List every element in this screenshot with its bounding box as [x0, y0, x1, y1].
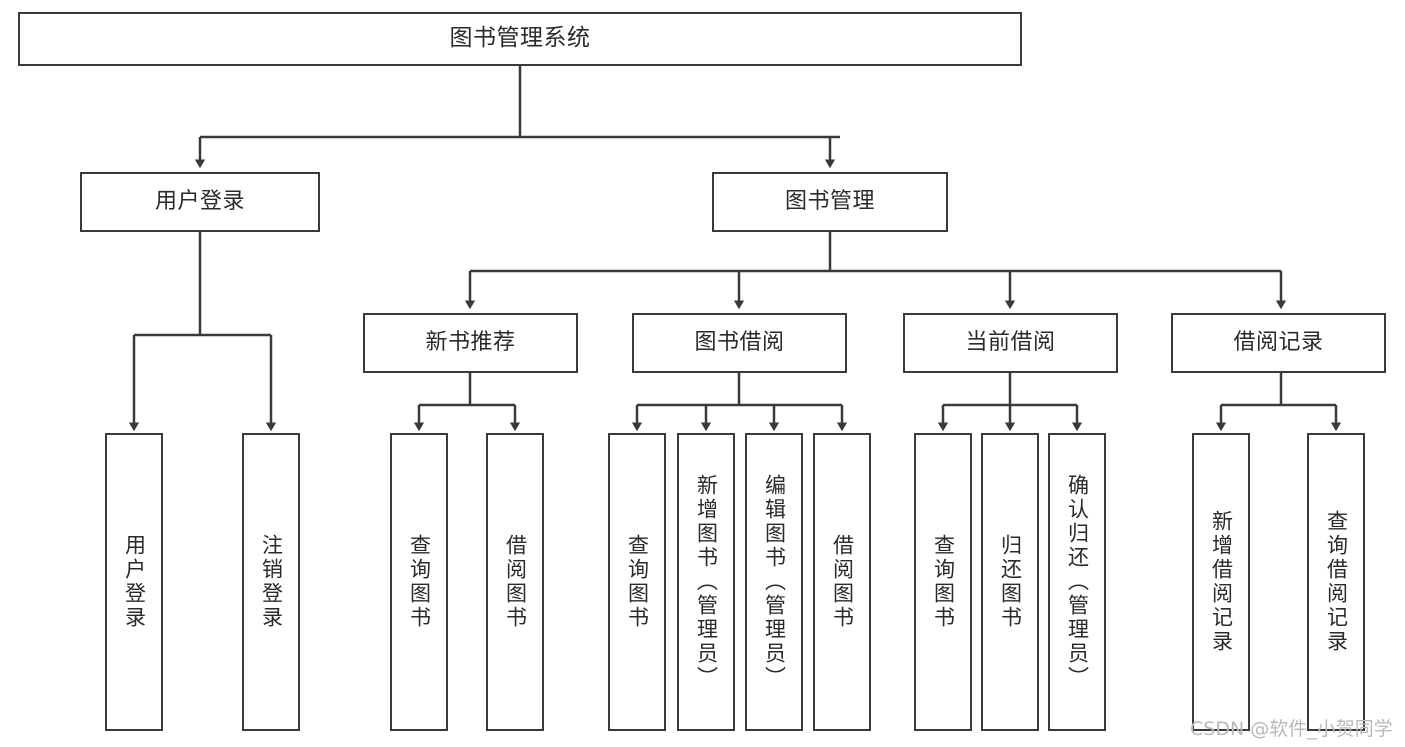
- node-leaf-query-book-1[interactable]: 查询图书: [390, 433, 448, 731]
- node-leaf-add-record-label: 新增借阅记录: [1209, 510, 1234, 654]
- node-leaf-edit-book-label: 编辑图书（管理员）: [762, 474, 787, 690]
- node-leaf-user-logout-label: 注销登录: [259, 534, 284, 630]
- node-leaf-borrow-book-1[interactable]: 借阅图书: [486, 433, 544, 731]
- node-leaf-confirm-return[interactable]: 确认归还（管理员）: [1048, 433, 1106, 731]
- node-book-management-label: 图书管理: [784, 189, 875, 215]
- node-leaf-query-record[interactable]: 查询借阅记录: [1307, 433, 1365, 731]
- node-leaf-query-record-label: 查询借阅记录: [1324, 510, 1349, 654]
- node-leaf-add-record[interactable]: 新增借阅记录: [1192, 433, 1250, 731]
- node-leaf-user-logout[interactable]: 注销登录: [242, 433, 300, 731]
- node-leaf-borrow-book-2-label: 借阅图书: [830, 534, 855, 630]
- node-leaf-add-book[interactable]: 新增图书（管理员）: [677, 433, 735, 731]
- node-user-login[interactable]: 用户登录: [80, 172, 320, 232]
- node-leaf-add-book-label: 新增图书（管理员）: [694, 474, 719, 690]
- node-borrow-record-label: 借阅记录: [1233, 330, 1324, 356]
- node-new-book-recommend-label: 新书推荐: [425, 330, 516, 356]
- node-root[interactable]: 图书管理系统: [18, 12, 1022, 66]
- node-current-borrow[interactable]: 当前借阅: [903, 313, 1118, 373]
- node-leaf-confirm-return-label: 确认归还（管理员）: [1065, 474, 1090, 690]
- node-book-borrow[interactable]: 图书借阅: [632, 313, 847, 373]
- node-leaf-user-login[interactable]: 用户登录: [105, 433, 163, 731]
- node-leaf-borrow-book-2[interactable]: 借阅图书: [813, 433, 871, 731]
- node-leaf-borrow-book-1-label: 借阅图书: [503, 534, 528, 630]
- node-root-label: 图书管理系统: [449, 25, 591, 52]
- node-leaf-user-login-label: 用户登录: [122, 534, 147, 630]
- node-leaf-query-book-3-label: 查询图书: [931, 534, 956, 630]
- node-user-login-label: 用户登录: [154, 189, 245, 215]
- node-book-borrow-label: 图书借阅: [694, 330, 785, 356]
- node-leaf-return-book-label: 归还图书: [998, 534, 1023, 630]
- node-leaf-query-book-1-label: 查询图书: [407, 534, 432, 630]
- node-borrow-record[interactable]: 借阅记录: [1171, 313, 1386, 373]
- node-leaf-query-book-2[interactable]: 查询图书: [608, 433, 666, 731]
- node-leaf-query-book-2-label: 查询图书: [625, 534, 650, 630]
- node-leaf-query-book-3[interactable]: 查询图书: [914, 433, 972, 731]
- node-new-book-recommend[interactable]: 新书推荐: [363, 313, 578, 373]
- node-leaf-edit-book[interactable]: 编辑图书（管理员）: [745, 433, 803, 731]
- node-leaf-return-book[interactable]: 归还图书: [981, 433, 1039, 731]
- node-current-borrow-label: 当前借阅: [965, 330, 1056, 356]
- node-book-management[interactable]: 图书管理: [712, 172, 948, 232]
